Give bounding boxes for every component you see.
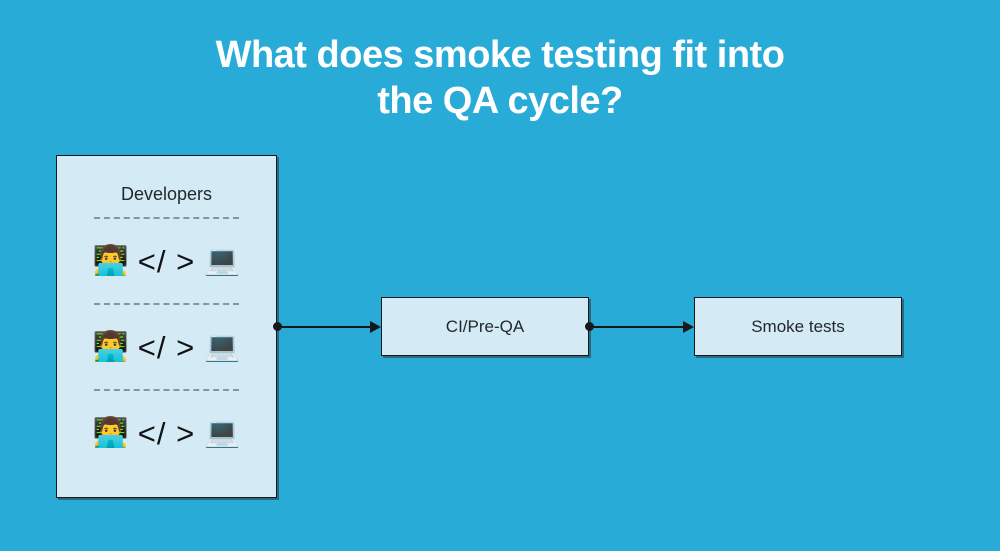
ci-preqa-node: CI/Pre-QA xyxy=(381,297,589,356)
arrowhead-into-ci xyxy=(370,321,381,333)
row-divider xyxy=(94,303,239,305)
laptop-icon: 💻 xyxy=(204,416,241,449)
developers-row-list: 👨‍💻 </ > 💻 👨‍💻 </ > 💻 👨‍💻 </ > 💻 xyxy=(57,217,276,475)
laptop-icon: 💻 xyxy=(204,244,241,277)
ci-preqa-label: CI/Pre-QA xyxy=(445,316,525,336)
developer-row: 👨‍💻 </ > 💻 xyxy=(93,305,241,389)
page-title-line-2: the QA cycle? xyxy=(377,80,623,122)
person-computer-icon: 👨‍💻 xyxy=(92,416,129,449)
row-divider xyxy=(94,389,239,391)
page-title: What does smoke testing fit into the QA … xyxy=(0,36,1000,120)
laptop-icon: 💻 xyxy=(204,330,241,363)
code-tag-label: </ > xyxy=(137,243,196,279)
row-divider xyxy=(94,217,239,219)
connector-developers-to-ci xyxy=(277,326,371,328)
person-computer-icon: 👨‍💻 xyxy=(92,330,129,363)
person-computer-icon: 👨‍💻 xyxy=(92,244,129,277)
developers-label: Developers xyxy=(120,184,213,204)
smoke-tests-label: Smoke tests xyxy=(751,316,845,336)
page-title-line-1: What does smoke testing fit into xyxy=(215,34,785,76)
developer-row: 👨‍💻 </ > 💻 xyxy=(93,219,241,303)
smoke-tests-node: Smoke tests xyxy=(694,297,902,356)
arrowhead-into-smoke xyxy=(683,321,694,333)
developers-node: Developers 👨‍💻 </ > 💻 👨‍💻 </ > 💻 👨‍💻 </ … xyxy=(56,155,277,498)
code-tag-label: </ > xyxy=(137,415,196,451)
connector-ci-to-smoke xyxy=(589,326,683,328)
developer-row: 👨‍💻 </ > 💻 xyxy=(93,391,241,475)
code-tag-label: </ > xyxy=(137,329,196,365)
